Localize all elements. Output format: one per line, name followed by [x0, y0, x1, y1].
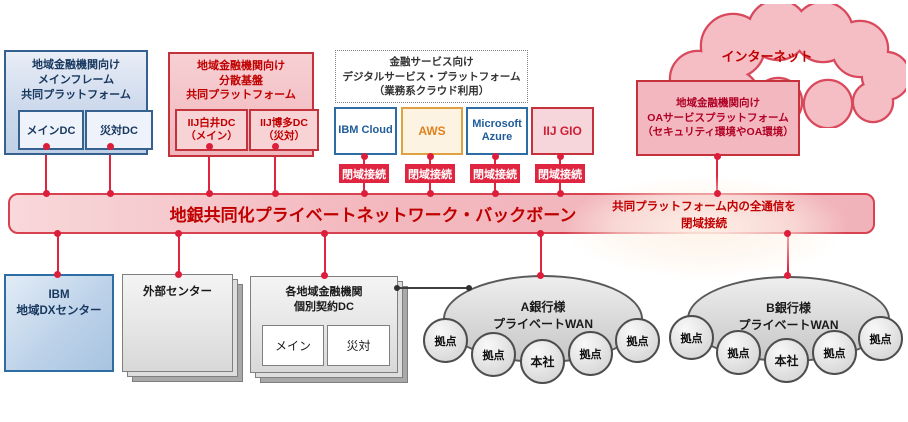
connector-dot — [537, 230, 544, 237]
connector-line — [178, 233, 180, 276]
connector-dot — [321, 230, 328, 237]
connector-line — [274, 146, 276, 194]
distributed-platform-box: 地域金融機関向け 分散基盤 共同プラットフォーム IIJ白井DC （メイン） I… — [168, 52, 319, 157]
digital-platform-box: 金融サービス向け デジタルサービス・プラットフォーム （業務系クラウド利用） — [335, 50, 528, 103]
connector-line — [208, 146, 210, 194]
connector-dot — [784, 230, 791, 237]
connector-dot — [107, 143, 114, 150]
iij-hakata-dc-box: IIJ博多DC （災対） — [249, 109, 319, 151]
connector-dot — [714, 153, 721, 160]
distributed-platform-title: 地域金融機関向け 分散基盤 共同プラットフォーム — [186, 60, 296, 102]
wan-b-branch-node: 拠点 — [716, 330, 761, 375]
oa-platform-box: 地域金融機関向け OAサービスプラットフォーム （セキュリティ環境やOA環境） — [636, 80, 800, 156]
main-dc-box: メインDC — [18, 110, 84, 150]
iij-shirai-dc-box: IIJ白井DC （メイン） — [175, 109, 248, 151]
wan-b-headquarters-node: 本社 — [764, 338, 809, 383]
connector-dot — [107, 190, 114, 197]
aws-box: AWS — [401, 107, 463, 155]
connector-dot — [557, 190, 564, 197]
wan-b-title: B銀行様 プライベートWAN — [738, 301, 839, 332]
individual-dc-title: 各地域金融機関 個別契約DC — [285, 286, 363, 313]
ibm-cloud-box: IBM Cloud — [334, 107, 397, 155]
external-center-label: 外部センター — [143, 286, 212, 298]
connector-dot — [43, 190, 50, 197]
connector-line — [109, 146, 111, 194]
external-center-box: 外部センター — [122, 274, 243, 382]
wan-a-title: A銀行様 プライベートWAN — [493, 300, 593, 331]
wan-a-branch-node: 拠点 — [471, 332, 516, 377]
ibm-dx-center-box: IBM 地域DXセンター — [4, 274, 114, 372]
connector-dot — [321, 272, 328, 279]
iij-gio-box: IIJ GIO — [531, 107, 594, 155]
connector-line — [57, 233, 59, 276]
connector-dot — [492, 153, 499, 160]
individual-disaster-dc-box: 災対 — [327, 325, 390, 366]
mainframe-platform-box: 地域金融機関向け メインフレーム 共同プラットフォーム メインDC 災対DC — [4, 50, 153, 155]
mainframe-platform-title: 地域金融機関向け メインフレーム 共同プラットフォーム — [21, 59, 131, 102]
wan-a-headquarters-node: 本社 — [520, 339, 565, 384]
connector-line — [787, 233, 789, 277]
connector-dot — [206, 143, 213, 150]
wan-a-branch-node: 拠点 — [615, 318, 660, 363]
connector-dot — [427, 153, 434, 160]
connector-line-black — [398, 287, 468, 289]
connector-dot — [427, 190, 434, 197]
connector-dot — [557, 153, 564, 160]
connector-dot — [537, 272, 544, 279]
connector-dot — [54, 230, 61, 237]
connector-dot — [272, 143, 279, 150]
backbone-note: 共同プラットフォーム内の全通信を 閉域接続 — [612, 201, 796, 230]
connector-dot — [43, 143, 50, 150]
closed-connection-badge: 閉域接続 — [470, 164, 520, 183]
individual-dc-box: 各地域金融機関 個別契約DC メイン 災対 — [250, 276, 408, 383]
connector-dot-black — [394, 285, 400, 291]
connector-dot — [784, 272, 791, 279]
microsoft-azure-box: Microsoft Azure — [466, 107, 528, 155]
connector-dot — [714, 190, 721, 197]
backbone-title: 地銀共同化プライベートネットワーク・バックボーン — [169, 206, 577, 225]
connector-line — [45, 146, 47, 194]
connector-dot — [361, 153, 368, 160]
connector-line — [716, 156, 718, 194]
connector-dot — [206, 190, 213, 197]
connector-dot-black — [466, 285, 472, 291]
wan-b-branch-node: 拠点 — [858, 316, 903, 361]
connector-line — [540, 233, 542, 277]
disaster-dc-box: 災対DC — [85, 110, 153, 150]
individual-main-dc-box: メイン — [262, 325, 324, 366]
connector-dot — [361, 190, 368, 197]
connector-line — [324, 233, 326, 277]
wan-a-branch-node: 拠点 — [568, 331, 613, 376]
connector-dot — [175, 271, 182, 278]
connector-dot — [54, 271, 61, 278]
wan-b-branch-node: 拠点 — [812, 330, 857, 375]
connector-dot — [175, 230, 182, 237]
closed-connection-badge: 閉域接続 — [535, 164, 585, 183]
wan-b-branch-node: 拠点 — [669, 315, 714, 360]
internet-label: インターネット — [721, 49, 813, 64]
connector-dot — [492, 190, 499, 197]
connector-dot — [272, 190, 279, 197]
wan-a-branch-node: 拠点 — [423, 318, 468, 363]
closed-connection-badge: 閉域接続 — [405, 164, 455, 183]
closed-connection-badge: 閉域接続 — [339, 164, 389, 183]
